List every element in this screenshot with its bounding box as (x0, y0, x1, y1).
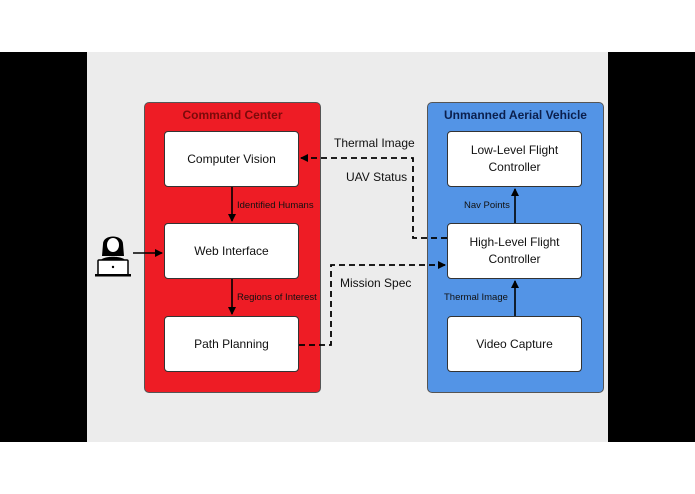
thermal-image-label: Thermal Image (334, 136, 415, 150)
edge-thermal-image-status (300, 154, 447, 239)
thermal-image-uav-label: Thermal Image (444, 292, 508, 303)
computer-vision-node: Computer Vision (164, 131, 299, 187)
edge-mission-spec (299, 261, 446, 346)
high-level-controller-node: High-Level Flight Controller (447, 223, 582, 279)
nav-points-label: Nav Points (464, 200, 510, 211)
web-interface-node: Web Interface (164, 223, 299, 279)
identified-humans-label: Identified Humans (237, 200, 314, 211)
uav-title: Unmanned Aerial Vehicle (444, 108, 587, 122)
letterbox-left (0, 52, 87, 442)
user-with-laptop-icon (95, 236, 131, 277)
letterbox-right (608, 52, 695, 442)
path-planning-node: Path Planning (164, 316, 299, 372)
low-level-controller-node: Low-Level Flight Controller (447, 131, 582, 187)
mission-spec-label: Mission Spec (340, 276, 412, 290)
uav-status-label: UAV Status (346, 170, 408, 184)
command-center-title: Command Center (182, 108, 283, 122)
regions-of-interest-label: Regions of Interest (237, 292, 317, 303)
video-capture-node: Video Capture (447, 316, 582, 372)
